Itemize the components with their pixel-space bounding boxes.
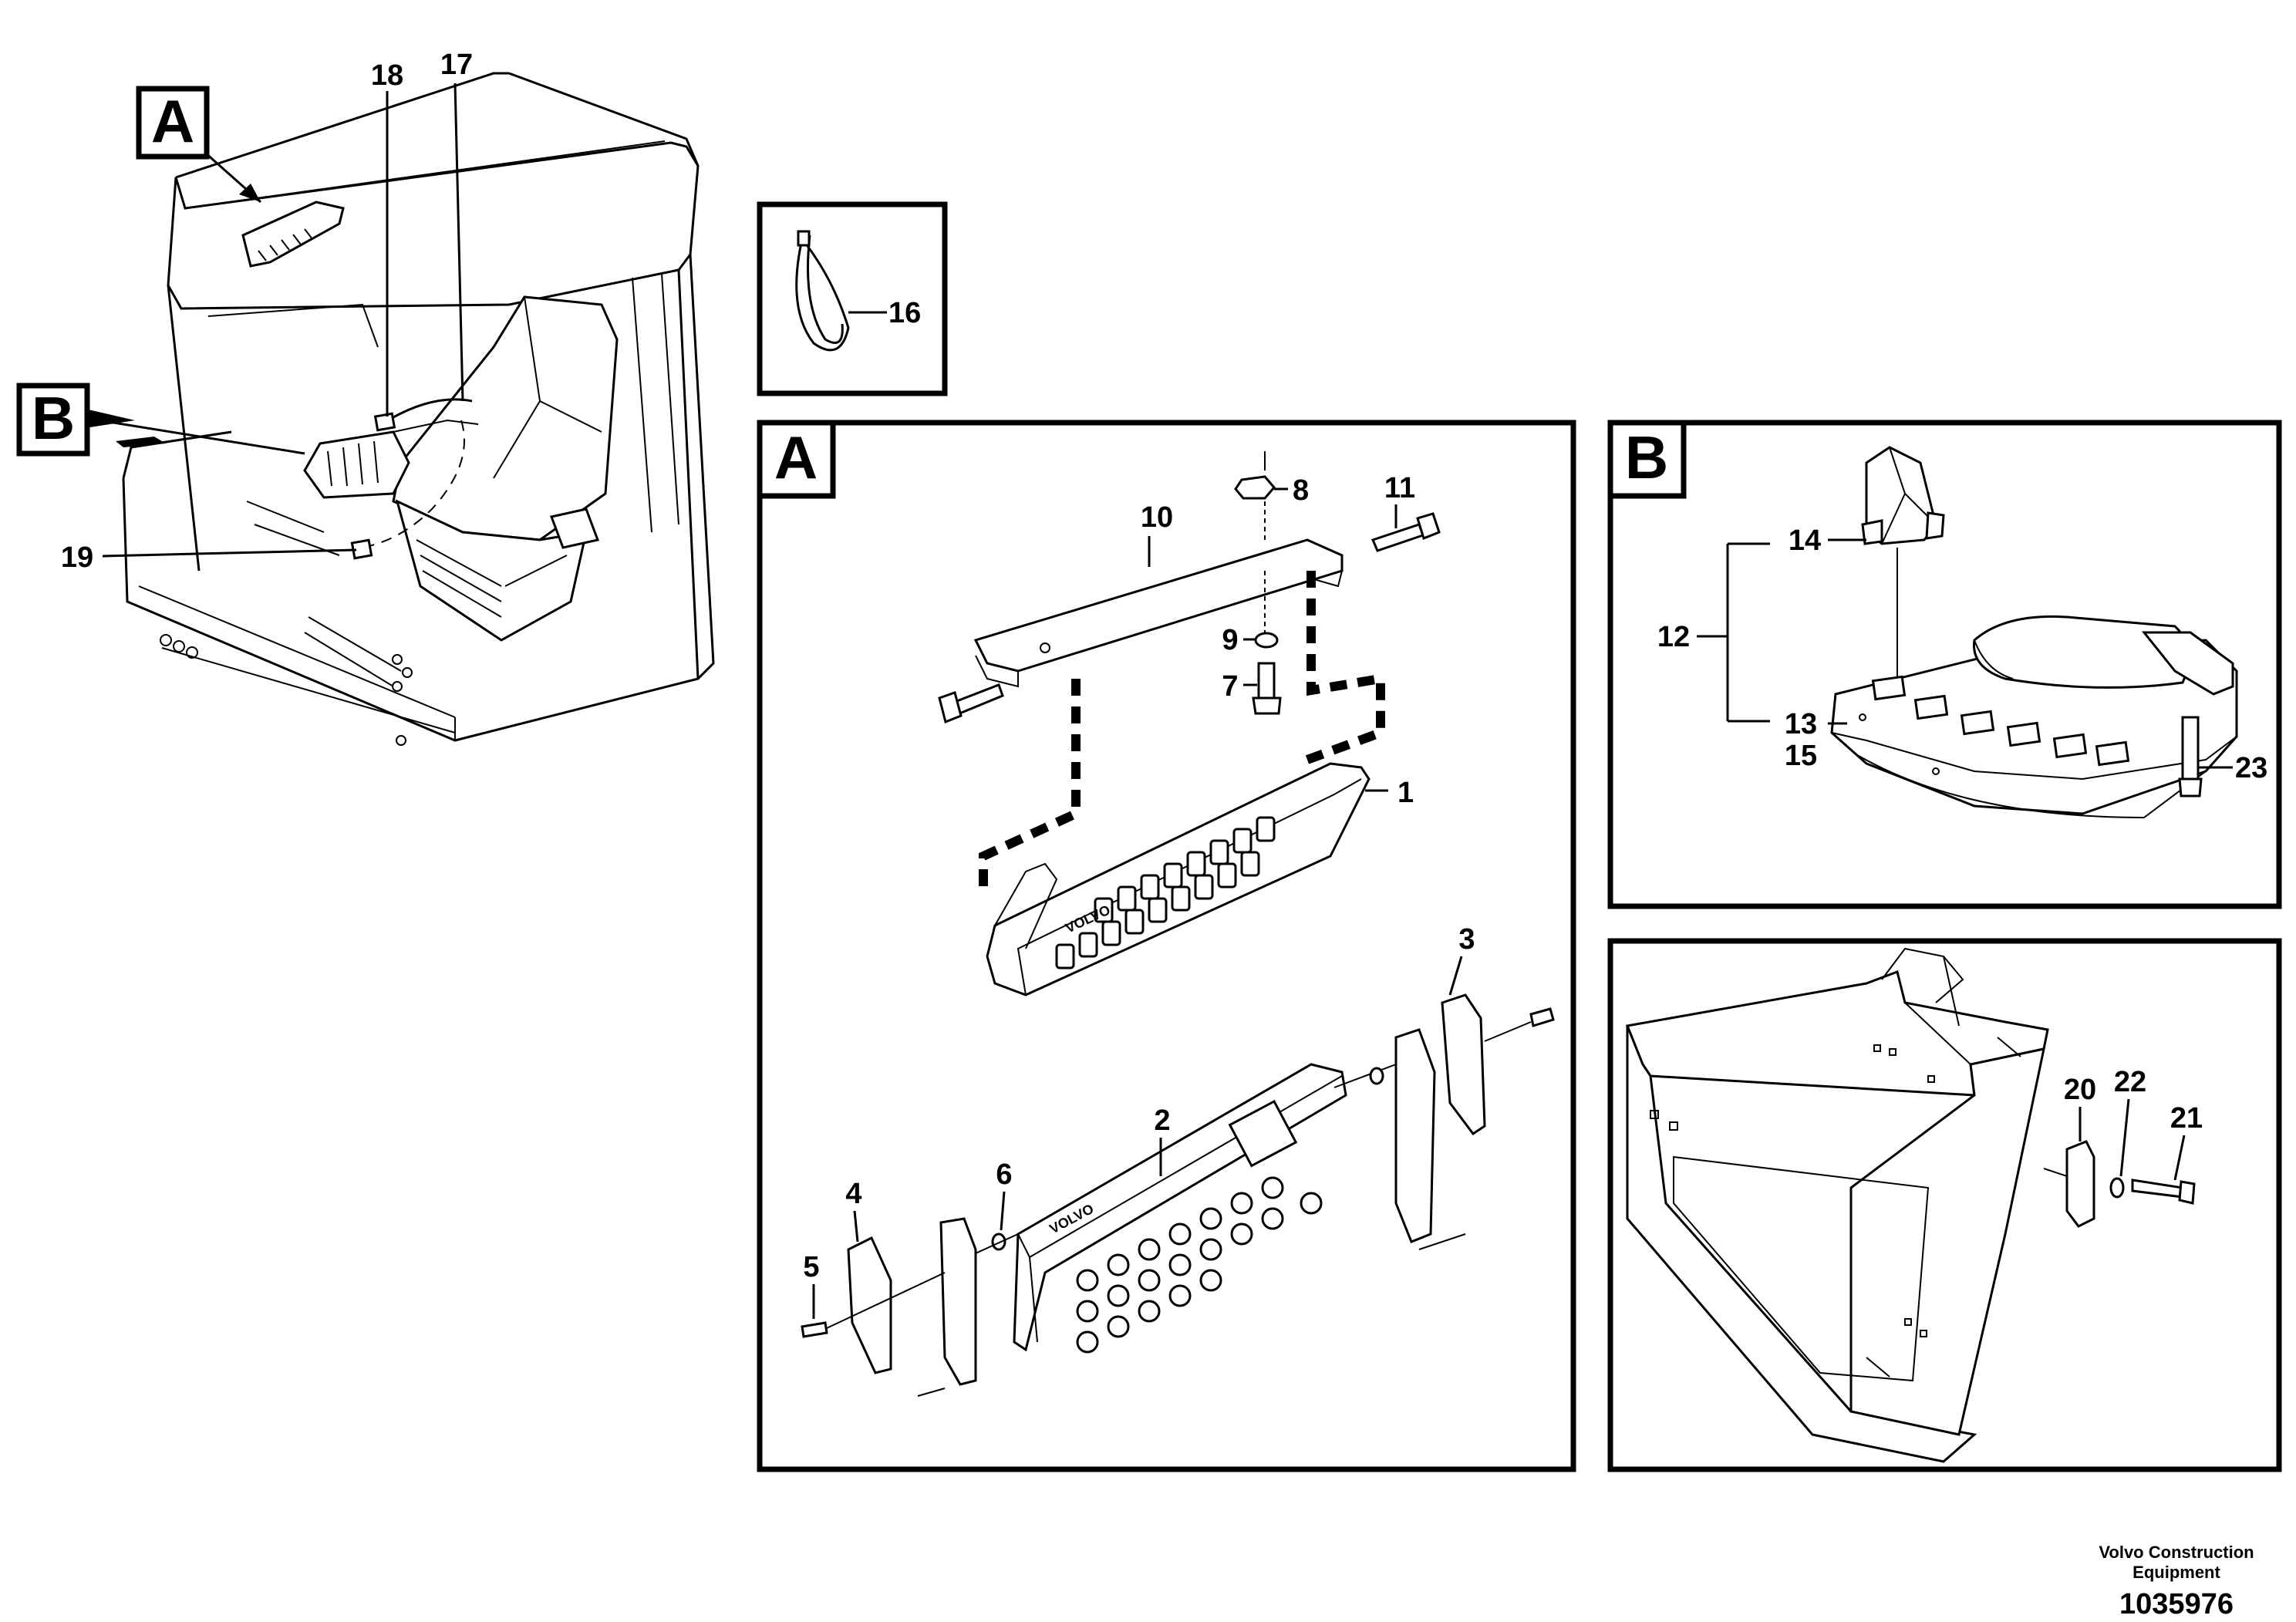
callout-12: 12 <box>1657 621 1690 653</box>
keypad-2-buttons <box>1076 1176 1323 1354</box>
callout-1: 1 <box>1397 777 1414 809</box>
keypad-1-buttons <box>1055 816 1276 969</box>
company-name-line1: Volvo Construction <box>2099 1543 2254 1562</box>
footer: Volvo Construction Equipment 1035976 <box>2099 1543 2254 1620</box>
callout-11: 11 <box>1384 472 1415 504</box>
company-name-line2: Equipment <box>2132 1563 2220 1582</box>
callout-22: 22 <box>2114 1066 2146 1098</box>
detail-view-a-letter: A <box>774 423 818 491</box>
cab-overview: A B 18 17 19 <box>16 49 715 746</box>
view-b-marker <box>16 383 90 457</box>
callout-14: 14 <box>1789 524 1821 557</box>
detail-view-b-letter: B <box>1625 423 1668 491</box>
callout-8: 8 <box>1293 474 1309 507</box>
callout-21: 21 <box>2170 1102 2203 1135</box>
callout-19: 19 <box>61 541 93 574</box>
drawing-number: 1035976 <box>2119 1588 2234 1620</box>
detail-view-a: A <box>757 420 1576 1472</box>
view-b-marker-letter: B <box>32 384 75 452</box>
callout-20: 20 <box>2064 1074 2096 1106</box>
callout-18: 18 <box>371 59 403 92</box>
callout-15: 15 <box>1785 740 1817 772</box>
callout-6: 6 <box>996 1158 1012 1191</box>
view-a-marker <box>136 86 210 160</box>
callout-7: 7 <box>1222 670 1238 703</box>
callout-16: 16 <box>888 297 921 329</box>
detail-view-b: B 14 12 13 <box>1607 420 2282 909</box>
callout-9: 9 <box>1222 624 1238 656</box>
callout-10: 10 <box>1141 501 1173 534</box>
callout-13: 13 <box>1785 708 1817 740</box>
callout-17: 17 <box>440 49 473 81</box>
callout-3: 3 <box>1458 923 1475 956</box>
callout-5: 5 <box>803 1251 819 1283</box>
cable-tie-panel: 16 <box>757 201 948 396</box>
callout-4: 4 <box>845 1178 861 1210</box>
view-a-marker-letter: A <box>151 87 194 155</box>
bracket-view: 20 22 21 <box>1607 938 2282 1472</box>
callout-23: 23 <box>2235 752 2267 784</box>
callout-2: 2 <box>1154 1104 1170 1137</box>
